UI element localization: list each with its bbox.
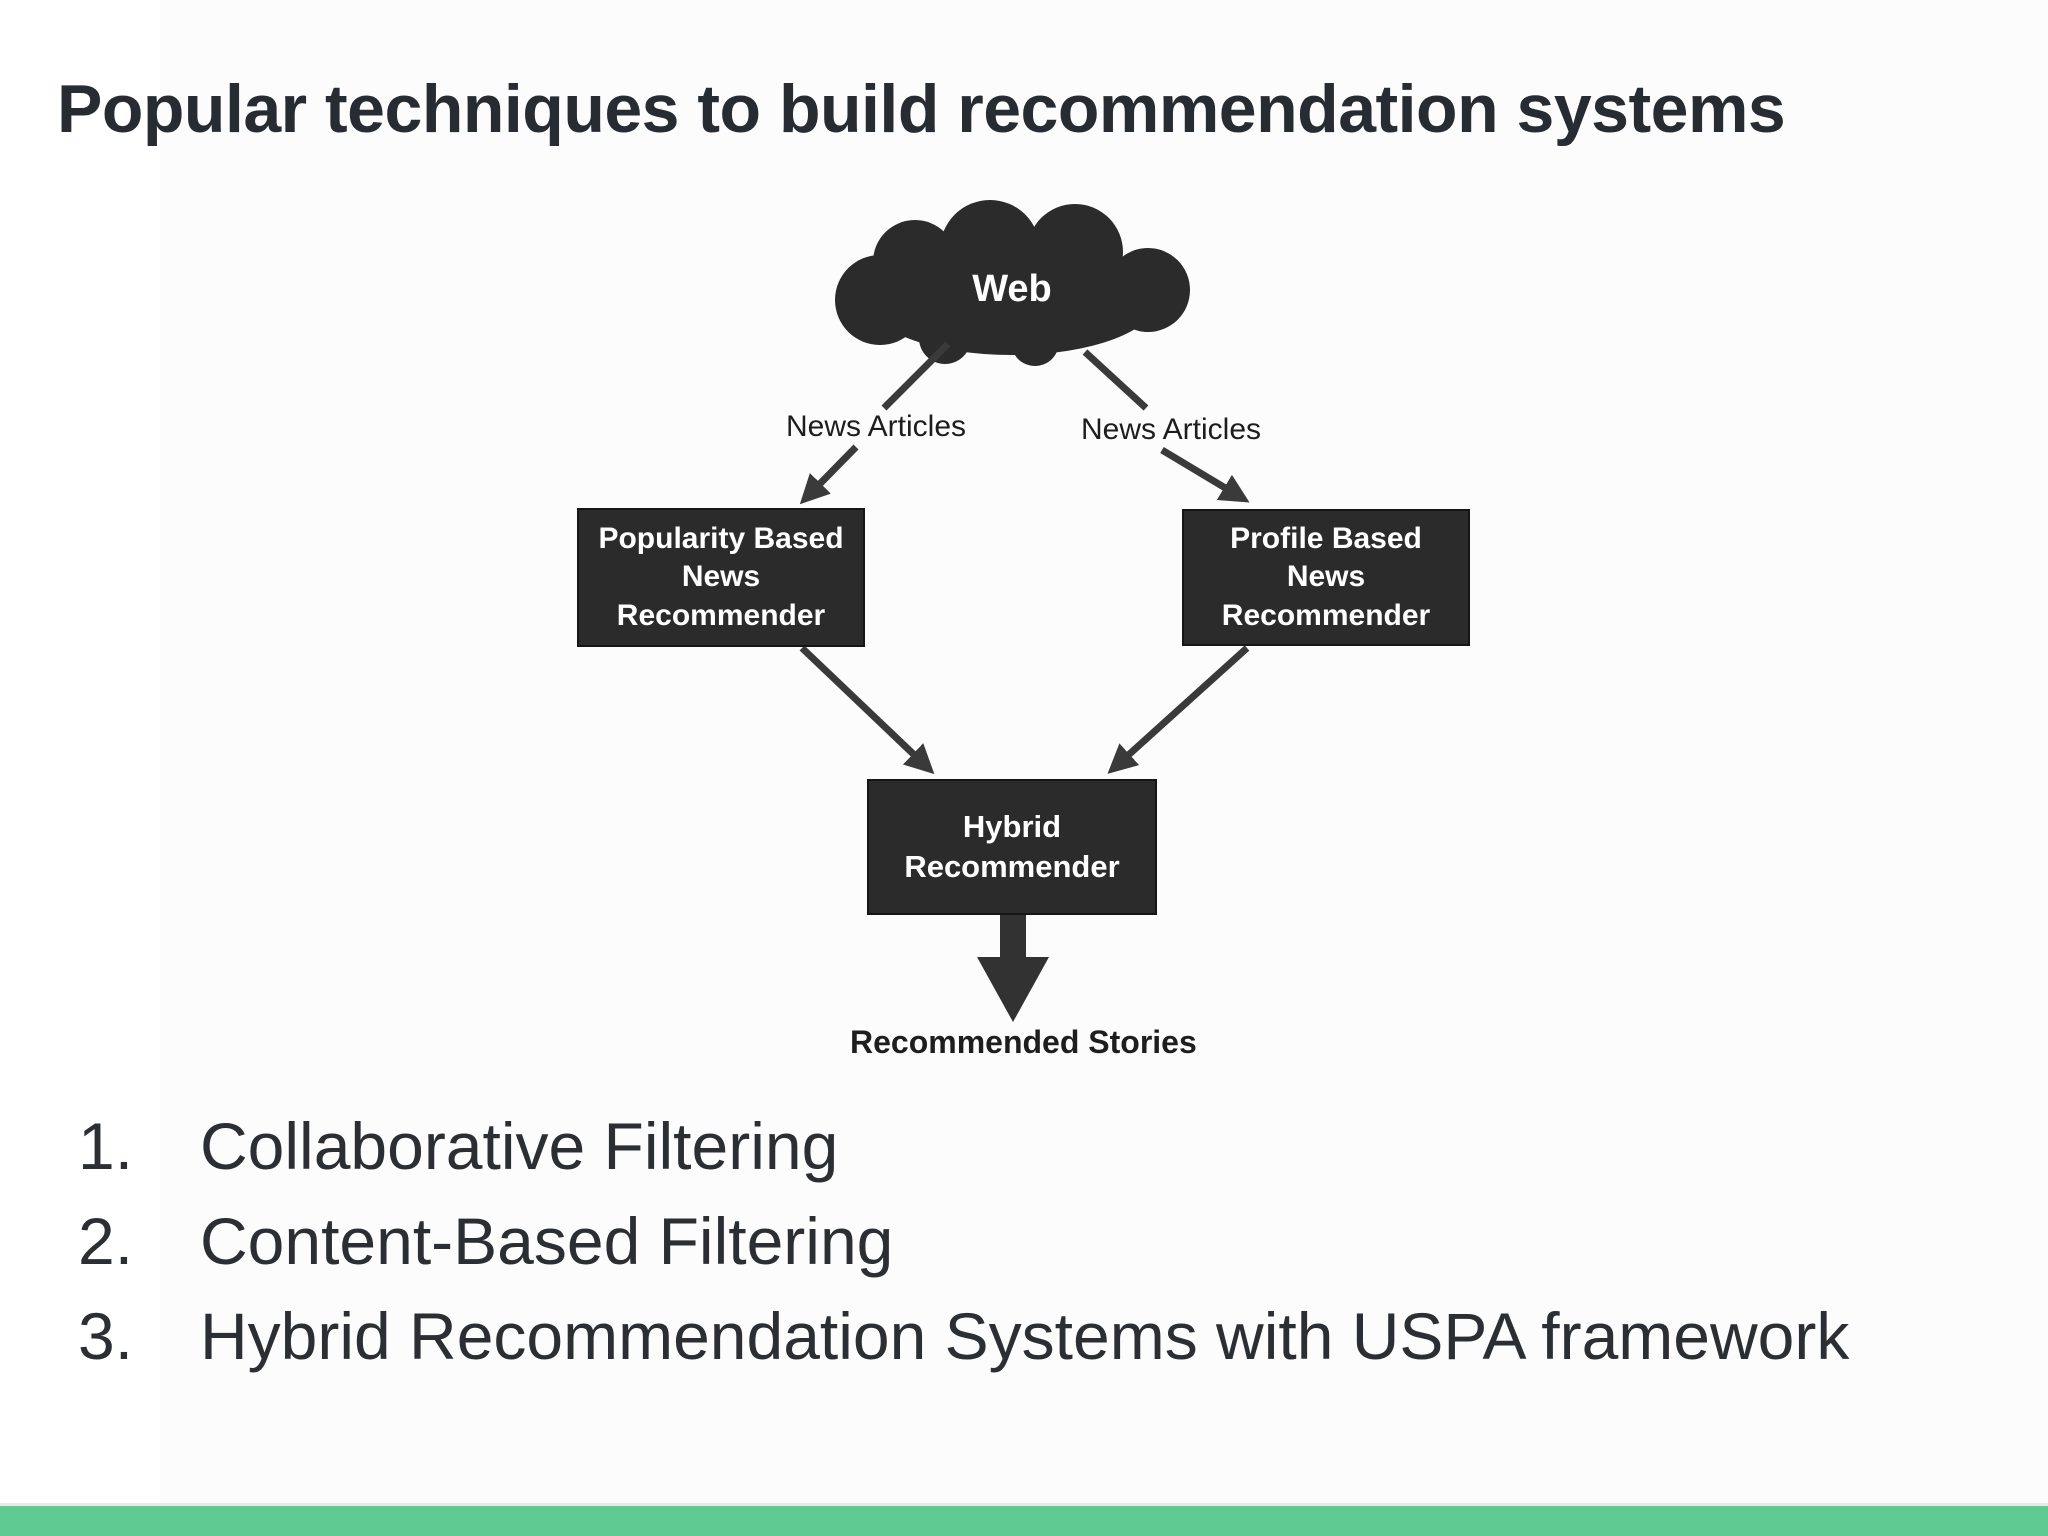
- slide-title: Popular techniques to build recommendati…: [57, 71, 1786, 147]
- arrow-profile-to-hybrid: [1107, 645, 1250, 774]
- arrow-cloud-to-left-label: [881, 341, 951, 411]
- node-profile-based-recommender: Profile Based News Recommender: [1182, 509, 1470, 646]
- node-label-line: Hybrid Recommender: [904, 809, 1120, 884]
- node-label-line: Popularity Based: [598, 521, 844, 555]
- arrow-cloud-to-right-label: [1082, 349, 1149, 411]
- list-item-label: Collaborative Filtering: [200, 1109, 839, 1183]
- arrow-popularity-to-hybrid: [799, 645, 935, 775]
- list-item-number: 1.: [78, 1109, 134, 1183]
- list-item-number: 3.: [78, 1299, 134, 1373]
- arrow-left-label-to-popularity: [799, 444, 859, 505]
- list-item: 2. Content-Based Filtering: [78, 1203, 893, 1279]
- edge-label-news-articles-left: News Articles: [785, 410, 967, 443]
- node-label-line: News Recommender: [616, 560, 826, 632]
- node-popularity-based-recommender: Popularity Based News Recommender: [577, 508, 865, 647]
- edge-label-news-articles-right: News Articles: [1080, 413, 1262, 446]
- list-item-label: Hybrid Recommendation Systems with USPA …: [200, 1299, 1850, 1373]
- bottom-accent-bar: [0, 1503, 2048, 1536]
- arrow-right-label-to-profile: [1160, 446, 1250, 503]
- list-item: 3. Hybrid Recommendation Systems with US…: [78, 1298, 1849, 1374]
- node-hybrid-recommender: Hybrid Recommender: [867, 779, 1157, 915]
- cloud-label: Web: [972, 268, 1052, 310]
- output-label-recommended-stories: Recommended Stories: [850, 1024, 1197, 1060]
- node-label-line: Profile Based: [1230, 521, 1422, 555]
- list-item-label: Content-Based Filtering: [200, 1204, 894, 1278]
- list-item-number: 2.: [78, 1204, 134, 1278]
- list-item: 1. Collaborative Filtering: [78, 1108, 838, 1184]
- web-cloud-icon: [835, 200, 1190, 366]
- node-label-line: News Recommender: [1221, 560, 1431, 632]
- down-arrow-icon: [977, 915, 1049, 1022]
